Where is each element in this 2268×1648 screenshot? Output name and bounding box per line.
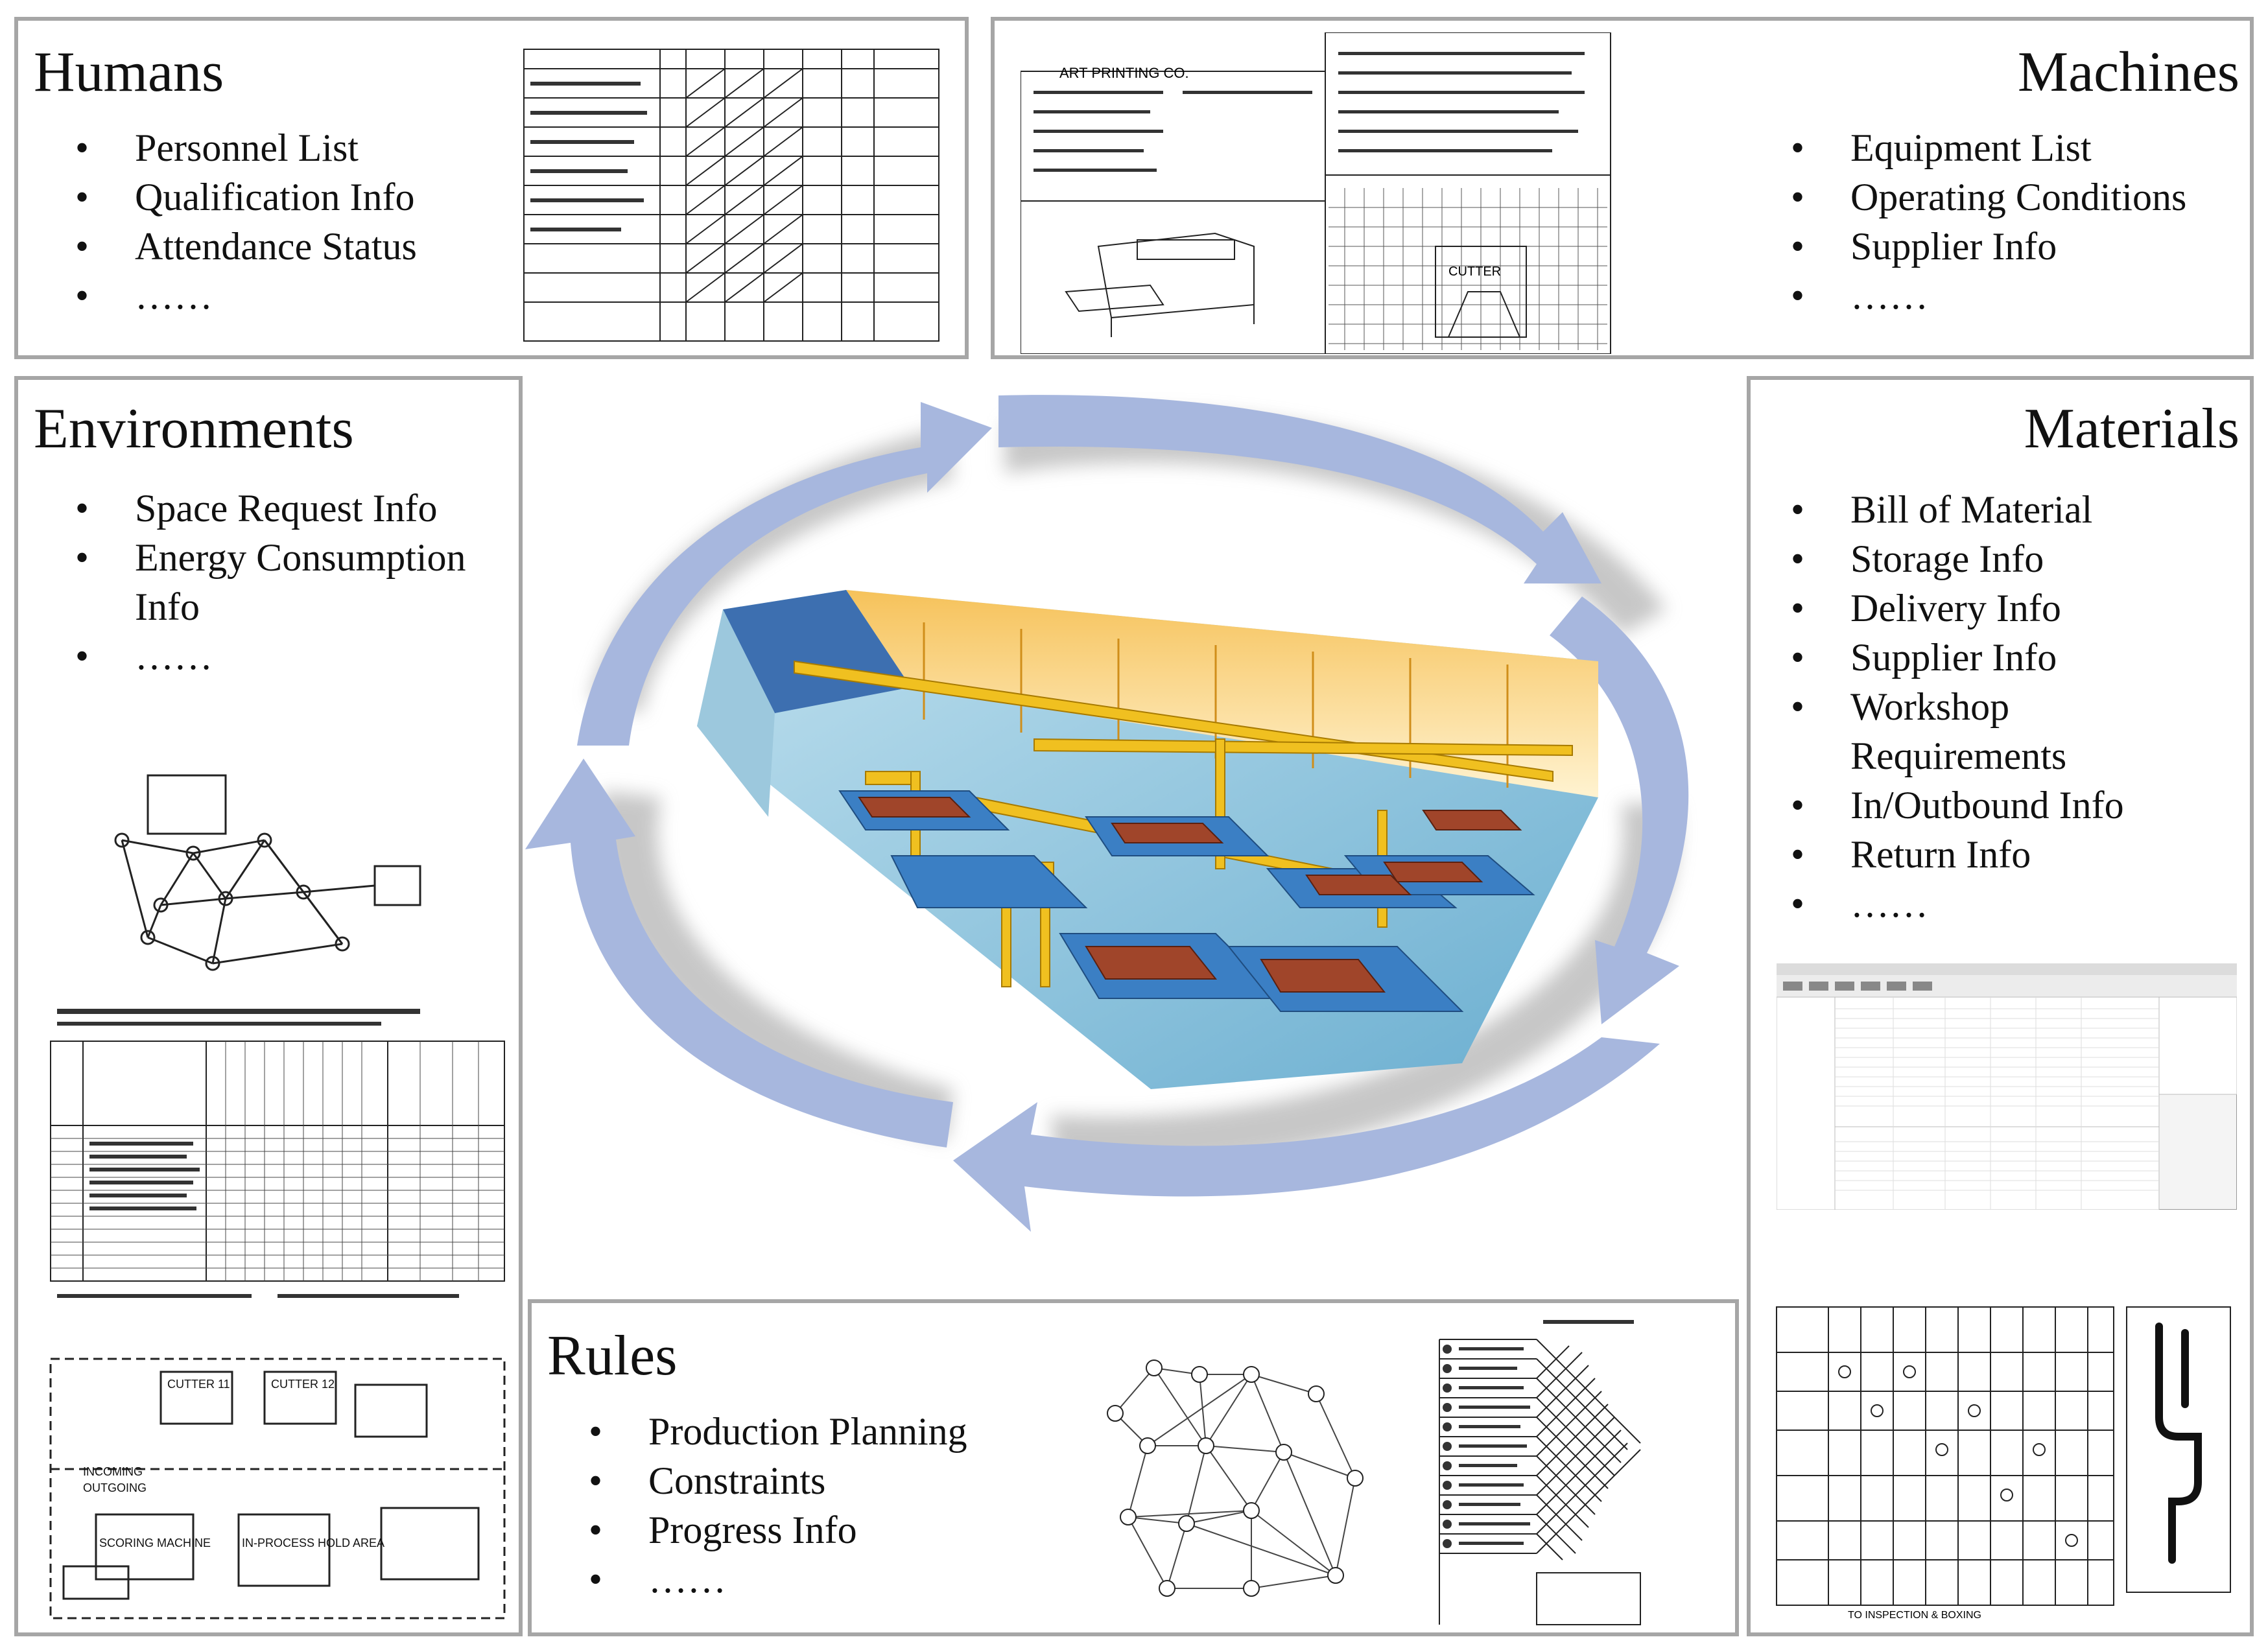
outgoing-label: OUTGOING (83, 1481, 147, 1494)
environments-panel: Environments Space Request Info Energy C… (14, 376, 523, 1636)
cutter-12-label: CUTTER 12 (271, 1378, 335, 1391)
cutter-11-label: CUTTER 11 (167, 1378, 230, 1391)
machines-title: Machines (2017, 41, 2239, 104)
list-item: …… (1760, 879, 2252, 928)
list-item: Space Request Info (44, 484, 511, 533)
rules-panel: Rules Production Planning Constraints Pr… (528, 1299, 1739, 1636)
machines-panel: Machines Equipment List Operating Condit… (991, 17, 2254, 359)
list-item: …… (558, 1555, 1024, 1604)
materials-panel: Materials Bill of Material Storage Info … (1747, 376, 2254, 1636)
materials-title: Materials (2024, 397, 2239, 460)
list-item: In/Outbound Info (1760, 781, 2252, 830)
list-item-continuation: Requirements (1850, 735, 2067, 777)
list-item: Storage Info (1760, 534, 2252, 583)
factory-illustration (697, 583, 1598, 1089)
list-item: Energy Consumption (44, 533, 511, 582)
floor-layout-thumbnail: CUTTER 11 CUTTER 12 INCOMING OUTGOING SC… (44, 1352, 511, 1625)
list-item: Workshop (1760, 682, 2252, 731)
cycle-arrows (525, 395, 1689, 1232)
list-item: Equipment List (1760, 123, 2252, 172)
list-item: Personnel List (44, 123, 511, 172)
factor-table-thumbnail (517, 36, 945, 347)
machines-list: Equipment List Operating Conditions Supp… (1760, 123, 2252, 320)
software-screenshot-thumbnail (1777, 963, 2237, 1210)
environments-list: Space Request Info Energy Consumption In… (44, 484, 511, 681)
list-item: …… (44, 271, 511, 320)
list-item: Production Planning (558, 1407, 1024, 1456)
equipment-sheet-thumbnail: ART PRINTING CO. CUTTER (1021, 32, 1617, 354)
space-relationship-thumbnail (96, 769, 459, 976)
list-item: Operating Conditions (1760, 172, 2252, 222)
relationship-network-thumbnail (1089, 1342, 1388, 1614)
incoming-label: INCOMING (83, 1465, 143, 1478)
cutter-label: CUTTER (1448, 265, 1501, 279)
humans-panel: Humans Personnel List Qualification Info… (14, 17, 969, 359)
process-flow-thumbnail: TO INSPECTION & BOXING (1770, 1288, 2243, 1625)
list-item: …… (1760, 271, 2252, 320)
list-item: Progress Info (558, 1505, 1024, 1555)
list-item: Supplier Info (1760, 222, 2252, 271)
list-item: Qualification Info (44, 172, 511, 222)
list-item: Supplier Info (1760, 633, 2252, 682)
list-item: …… (44, 631, 511, 681)
scoring-machine-label: SCORING MACHINE (99, 1536, 211, 1549)
list-item: Bill of Material (1760, 485, 2252, 534)
humans-list: Personnel List Qualification Info Attend… (44, 123, 511, 320)
list-item: Return Info (1760, 830, 2252, 879)
rules-title: Rules (547, 1324, 678, 1387)
list-item: Constraints (558, 1456, 1024, 1505)
area-features-sheet-thumbnail (44, 1002, 511, 1326)
humans-title: Humans (34, 41, 224, 104)
rules-list: Production Planning Constraints Progress… (558, 1407, 1024, 1604)
relationship-chart-thumbnail (1433, 1313, 1653, 1631)
list-item: Delivery Info (1760, 583, 2252, 633)
list-item-continuation: Info (135, 585, 200, 628)
in-process-label: IN-PROCESS HOLD AREA (242, 1536, 384, 1549)
art-printing-label: ART PRINTING CO. (1059, 65, 1189, 81)
materials-list: Bill of Material Storage Info Delivery I… (1760, 485, 2252, 928)
inspection-label: TO INSPECTION & BOXING (1848, 1610, 1981, 1621)
list-item: Attendance Status (44, 222, 511, 271)
environments-title: Environments (34, 397, 354, 460)
